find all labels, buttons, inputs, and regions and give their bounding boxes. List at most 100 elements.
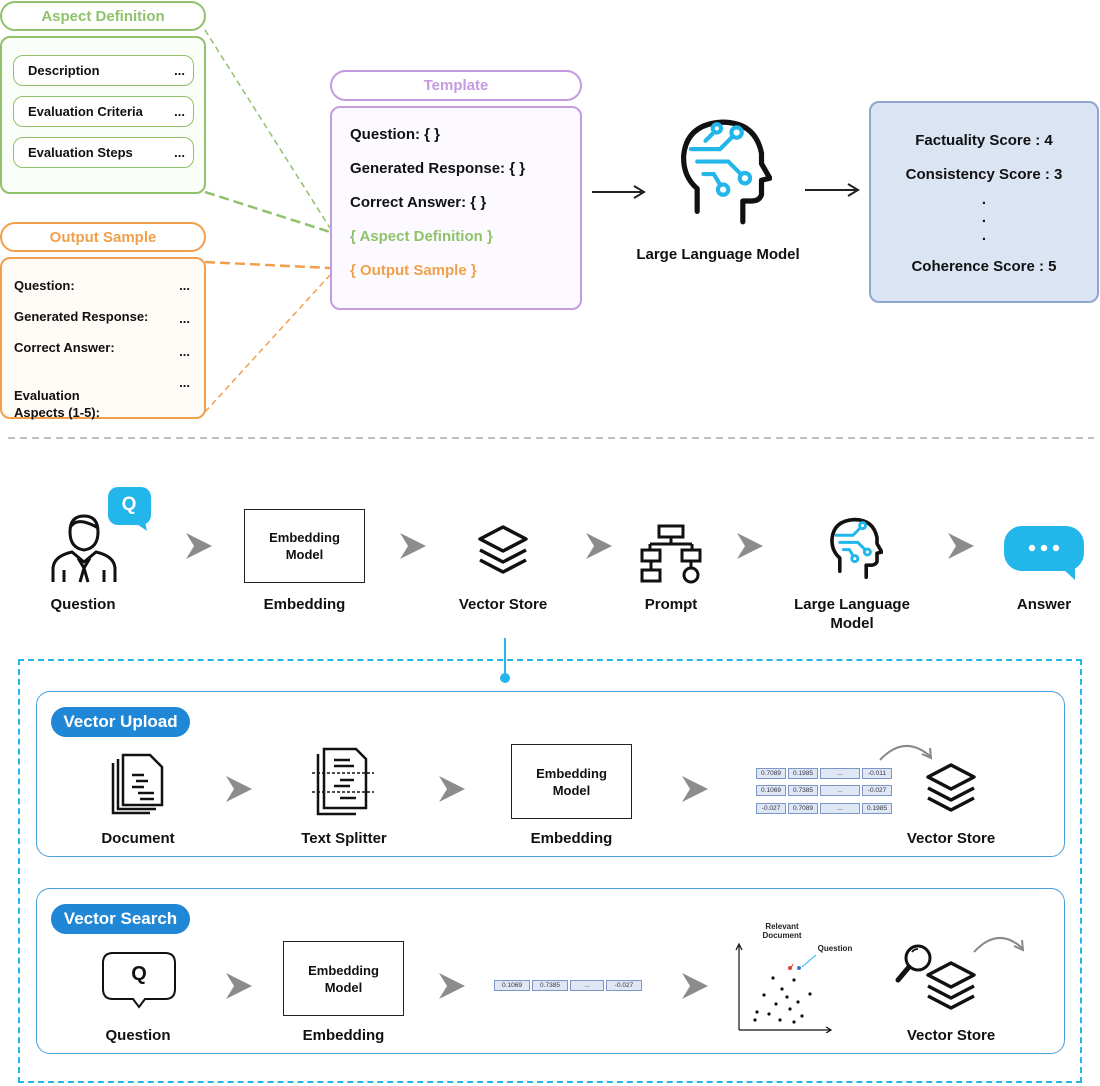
aspect-field-steps: Evaluation Steps ...	[13, 137, 194, 168]
ellipsis: ...	[174, 104, 185, 119]
aspect-definition-title: Aspect Definition	[0, 1, 206, 31]
template-aspect-line: { Aspect Definition }	[350, 228, 493, 245]
layers-icon	[478, 525, 528, 574]
vector-row: 0.7089 0.1985 ... -0.011	[756, 768, 892, 779]
aspect-field-label: Description	[28, 63, 100, 78]
chevron-right-icon	[226, 973, 252, 999]
llm-label: Large Language Model	[636, 246, 800, 263]
ellipsis: ...	[179, 311, 190, 326]
ai-head-icon	[830, 517, 883, 579]
vector-cell: 0.7385	[788, 785, 818, 796]
template-line: Question: { }	[350, 126, 441, 143]
person-icon	[51, 514, 117, 583]
output-row: Correct Answer: ...	[14, 339, 190, 359]
question-bubble-glyph: Q	[121, 494, 137, 515]
output-sample-panel: Question: ... Generated Response: ... Co…	[0, 257, 206, 420]
scores-panel: Factuality Score : 4 Consistency Score :…	[869, 101, 1099, 303]
ellipsis: ...	[179, 344, 190, 359]
layers-icon	[926, 961, 976, 1010]
detail-frame	[18, 659, 1082, 1083]
vector-cell: ...	[820, 803, 860, 814]
search-label-embedding: Embedding	[302, 1027, 385, 1044]
pipeline-label-vector-store: Vector Store	[458, 596, 548, 613]
upload-label-embedding: Embedding	[530, 830, 613, 847]
detail-connector	[500, 638, 510, 683]
upload-label-splitter: Text Splitter	[301, 830, 387, 847]
curved-arrow-icon	[973, 937, 1025, 953]
vector-cell: -0.027	[862, 785, 892, 796]
aspect-field-label: Evaluation Criteria	[28, 104, 143, 119]
flowchart-icon	[640, 524, 702, 584]
score-line: Consistency Score : 3	[905, 166, 1063, 183]
embedding-model-box: Embedding Model	[283, 941, 404, 1016]
magnifier-icon	[895, 944, 932, 983]
document-icon	[111, 753, 164, 815]
upload-label-document: Document	[101, 830, 175, 847]
vector-cell: 0.1985	[788, 768, 818, 779]
output-row: Evaluation Aspects (1-5): ...	[14, 370, 190, 438]
ai-head-icon	[681, 119, 772, 225]
template-output-line: { Output Sample }	[350, 262, 477, 279]
output-row: Generated Response: ...	[14, 308, 190, 326]
pipeline-label-prompt: Prompt	[644, 596, 698, 613]
vector-cell: ...	[820, 785, 860, 796]
layers-icon	[926, 763, 976, 812]
vector-cell: -0.011	[862, 768, 892, 779]
template-panel: Question: { } Generated Response: { } Co…	[330, 106, 582, 310]
chevron-right-icon	[226, 776, 252, 802]
vector-cell: 0.1069	[494, 980, 530, 991]
vector-search-panel	[36, 888, 1065, 1054]
vector-upload-badge: Vector Upload	[51, 707, 190, 737]
score-ellipsis: .	[981, 209, 987, 226]
question-bubble-glyph: Q	[131, 963, 147, 985]
chevron-right-icon	[186, 533, 212, 559]
vector-upload-panel	[36, 691, 1065, 857]
aspect-field-criteria: Evaluation Criteria ...	[13, 96, 194, 127]
template-title: Template	[330, 70, 582, 101]
text-splitter-icon	[312, 747, 374, 816]
aspect-field-label: Evaluation Steps	[28, 145, 133, 160]
score-ellipsis: .	[981, 227, 987, 244]
score-ellipsis: .	[981, 191, 987, 208]
output-row: Question: ...	[14, 277, 190, 294]
vector-row: -0.027 0.7089 ... 0.1985	[756, 803, 892, 814]
ellipsis: ...	[174, 145, 185, 160]
question-bubble-icon	[102, 952, 176, 1009]
score-line: Factuality Score : 4	[915, 132, 1053, 149]
vector-cell: 0.1985	[862, 803, 892, 814]
vector-cell: -0.027	[606, 980, 642, 991]
ellipsis: ...	[179, 375, 190, 390]
vector-cell: ...	[820, 768, 860, 779]
output-row-label: Question:	[14, 278, 75, 293]
search-label-store: Vector Store	[906, 1027, 996, 1044]
aspect-field-description: Description ...	[13, 55, 194, 86]
vector-cell: -0.027	[756, 803, 786, 814]
output-row-label: Correct Answer:	[14, 340, 115, 355]
chevron-right-icon	[439, 776, 465, 802]
chevron-right-icon	[400, 533, 426, 559]
pipeline-label-answer: Answer	[1016, 596, 1072, 613]
embedding-model-box: Embedding Model	[511, 744, 632, 819]
chevron-right-icon	[948, 533, 974, 559]
chevron-right-icon	[737, 533, 763, 559]
vector-cell: ...	[570, 980, 604, 991]
embedding-model-box: Embedding Model	[244, 509, 365, 583]
vector-cell: 0.7089	[788, 803, 818, 814]
curved-arrow-icon	[879, 745, 933, 761]
vector-row: 0.1069 0.7385 ... -0.027	[756, 785, 892, 796]
pipeline-label-llm: Large Language Model	[794, 596, 910, 632]
chevron-right-icon	[682, 776, 708, 802]
ellipsis: ...	[174, 63, 185, 78]
pipeline-label-question: Question	[50, 596, 116, 613]
output-row-label: Generated Response:	[14, 309, 149, 324]
upload-label-store: Vector Store	[906, 830, 996, 847]
score-line: Coherence Score : 5	[911, 258, 1057, 275]
chevron-right-icon	[439, 973, 465, 999]
vector-row: 0.1069 0.7385 ... -0.027	[494, 980, 642, 991]
vector-search-badge: Vector Search	[51, 904, 190, 934]
pipeline-label-embedding: Embedding	[263, 596, 346, 613]
connector-lines	[8, 29, 1094, 439]
chevron-right-icon	[586, 533, 612, 559]
output-sample-title: Output Sample	[0, 222, 206, 252]
scatter-label-relevant: Relevant Document	[762, 922, 802, 940]
